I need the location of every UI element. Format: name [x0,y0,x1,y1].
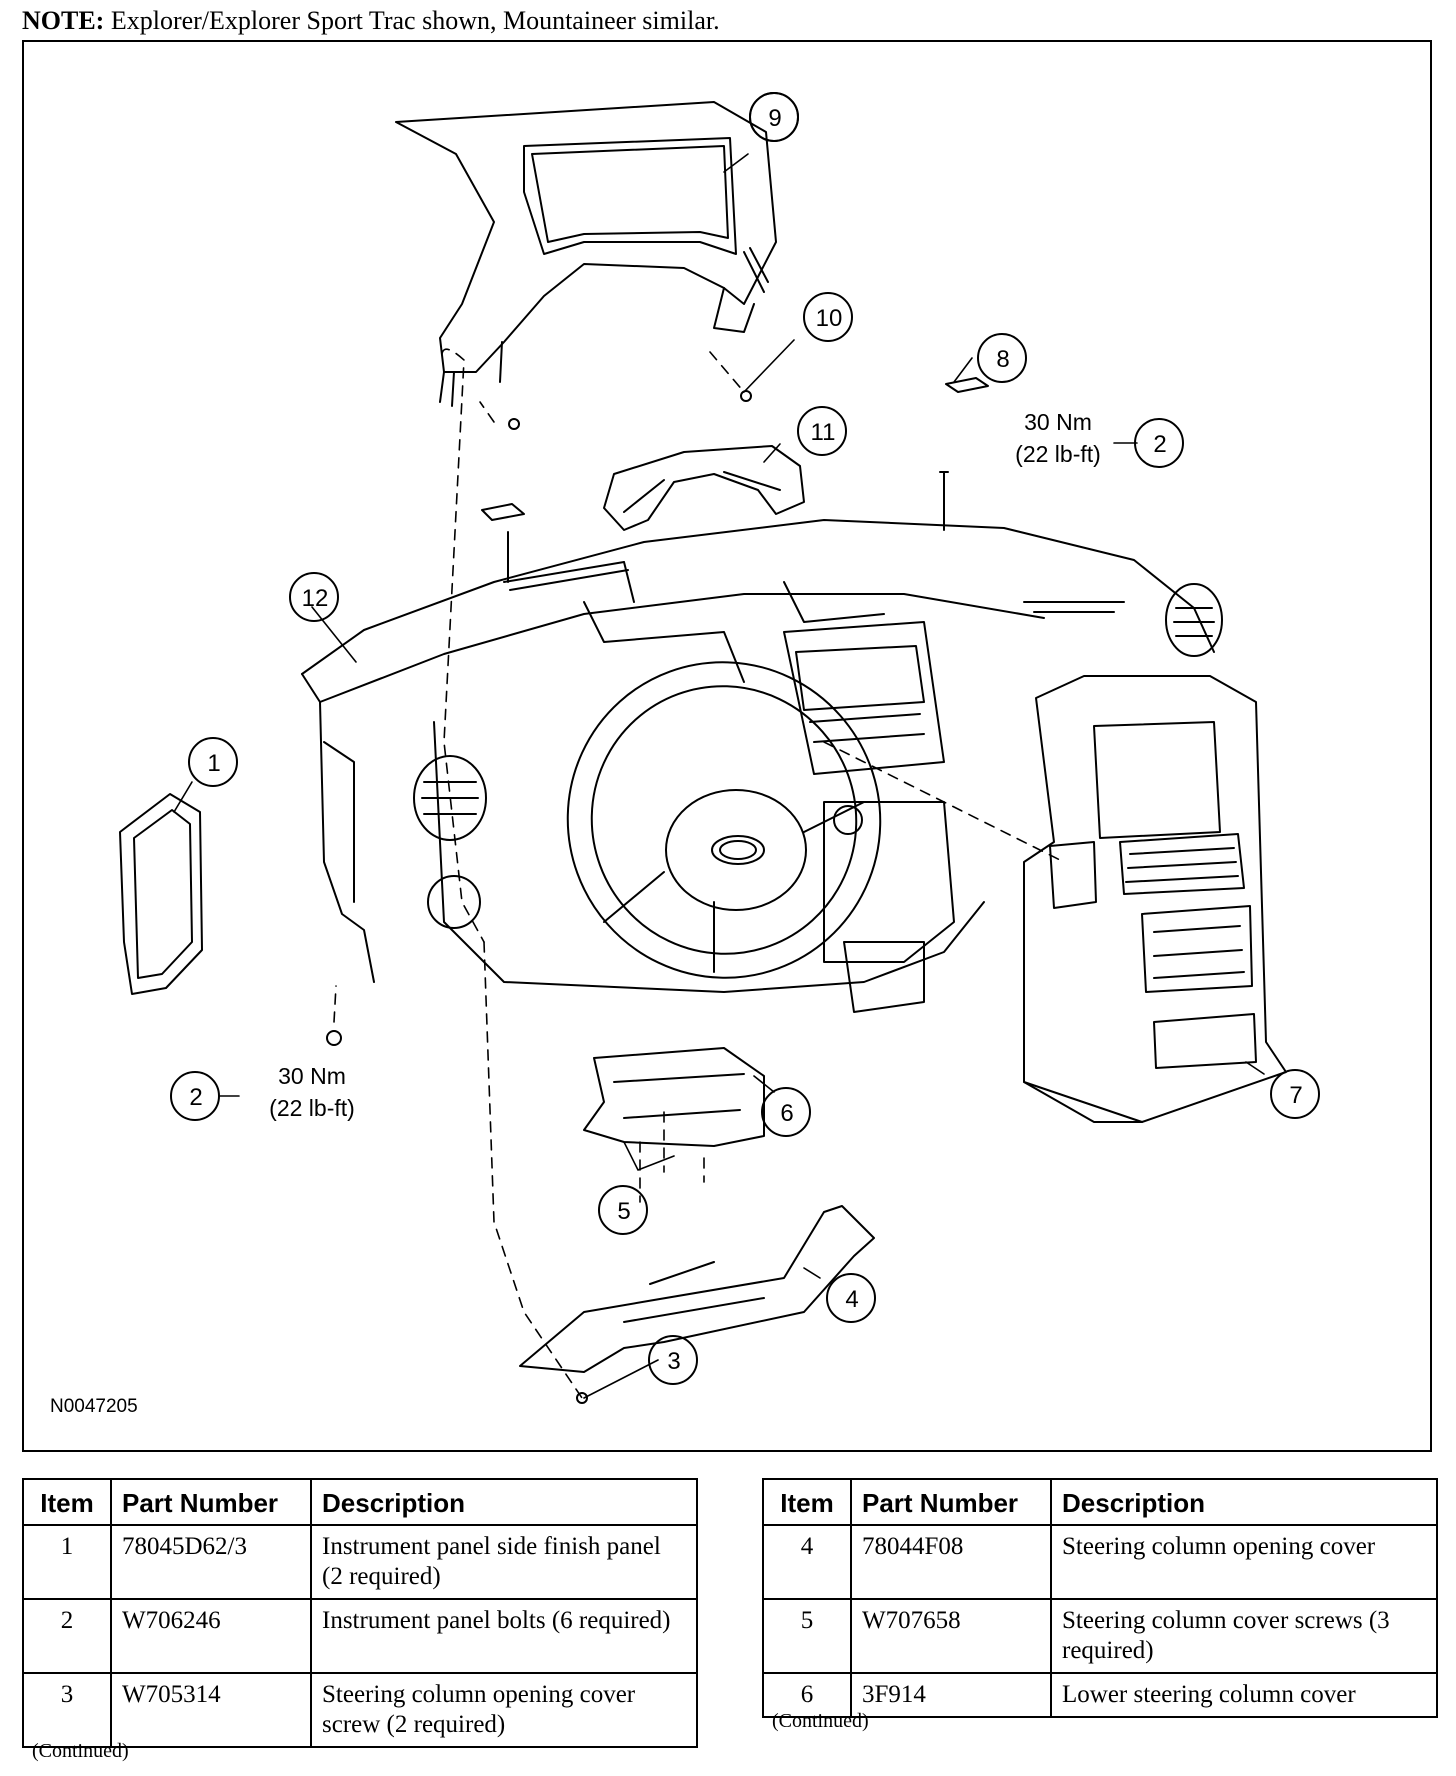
torque-lower-lbft: (22 lb-ft) [269,1095,355,1121]
part-steering-wheel [566,661,882,979]
part-center-finish-panel [1023,675,1287,1123]
exploded-view-drawing: 1 2 2 3 4 5 6 7 8 9 10 11 12 30 Nm (22 l… [50,92,1320,1417]
callout-11: 11 [811,419,836,446]
cell-item: 2 [22,1598,112,1674]
torque-upper-nm: 30 Nm [1024,409,1092,435]
cell-item: 4 [762,1524,852,1600]
callout-6: 6 [780,1100,793,1127]
note-text: Explorer/Explorer Sport Trac shown, Moun… [110,6,720,35]
callout-10: 10 [816,305,843,332]
callout-5: 5 [617,1198,630,1225]
exploded-view-figure: 1 2 2 3 4 5 6 7 8 9 10 11 12 30 Nm (22 l… [22,40,1432,1452]
cell-description: Instrument panel bolts (6 required) [310,1598,698,1674]
cell-part-number: 3F914 [850,1672,1052,1718]
callout-circles [170,92,1320,1385]
cell-description: Steering column opening cover [1050,1524,1438,1600]
cell-item: 1 [22,1524,112,1600]
table-row: 2 W706246 Instrument panel bolts (6 requ… [22,1598,698,1674]
parts-table-left: Item Part Number Description 1 78045D62/… [22,1478,698,1748]
cell-part-number: 78044F08 [850,1524,1052,1600]
table-header-row: Item Part Number Description [762,1478,1438,1526]
table-row: 5 W707658 Steering column cover screws (… [762,1598,1438,1674]
cell-part-number: W706246 [110,1598,312,1674]
cell-description: Instrument panel side finish panel (2 re… [310,1524,698,1600]
cell-description: Lower steering column cover [1050,1672,1438,1718]
dashed-leaders [333,348,1065,1399]
continued-label-right: (Continued) [772,1710,869,1732]
part-side-finish-panel [119,793,203,995]
cell-item: 6 [762,1672,852,1718]
cell-item: 5 [762,1598,852,1674]
header-part-number: Part Number [110,1478,312,1526]
table-row: 6 3F914 Lower steering column cover [762,1672,1438,1718]
figure-id: N0047205 [50,1396,138,1417]
header-part-number: Part Number [850,1478,1052,1526]
table-row: 1 78045D62/3 Instrument panel side finis… [22,1524,698,1600]
callout-2-upper: 2 [1153,431,1166,458]
torque-upper-lbft: (22 lb-ft) [1015,441,1101,467]
part-clip-8 [945,377,989,393]
part-clip [481,503,525,521]
table-row: 3 W705314 Steering column opening cover … [22,1672,698,1748]
table-header-row: Item Part Number Description [22,1478,698,1526]
header-description: Description [310,1478,698,1526]
cell-description: Steering column opening cover screw (2 r… [310,1672,698,1748]
part-cluster-hood [395,101,777,407]
cell-item: 3 [22,1672,112,1748]
callout-4: 4 [845,1286,858,1313]
cell-description: Steering column cover screws (3 required… [1050,1598,1438,1674]
note-label: NOTE: [22,6,105,35]
part-upper-shroud [603,445,805,531]
header-description: Description [1050,1478,1438,1526]
part-instrument-panel [301,519,1223,1013]
torque-lower-nm: 30 Nm [278,1063,346,1089]
callout-12: 12 [302,585,329,612]
header-item: Item [22,1478,112,1526]
part-lower-shroud [583,1047,765,1147]
callout-leaders [173,153,1265,1399]
header-item: Item [762,1478,852,1526]
parts-table-right: Item Part Number Description 4 78044F08 … [762,1478,1438,1718]
continued-label-left: (Continued) [32,1740,129,1762]
table-row: 4 78044F08 Steering column opening cover [762,1524,1438,1600]
callout-9: 9 [768,105,781,132]
part-opening-cover [519,1205,875,1373]
cell-part-number: 78045D62/3 [110,1524,312,1600]
callout-2-lower: 2 [189,1084,202,1111]
callout-7: 7 [1289,1082,1302,1109]
callout-8: 8 [996,346,1009,373]
callout-3: 3 [667,1348,680,1375]
fasteners [326,390,949,1404]
cell-part-number: W707658 [850,1598,1052,1674]
note: NOTE: Explorer/Explorer Sport Trac shown… [22,6,720,36]
callout-1: 1 [207,750,220,777]
cell-part-number: W705314 [110,1672,312,1748]
